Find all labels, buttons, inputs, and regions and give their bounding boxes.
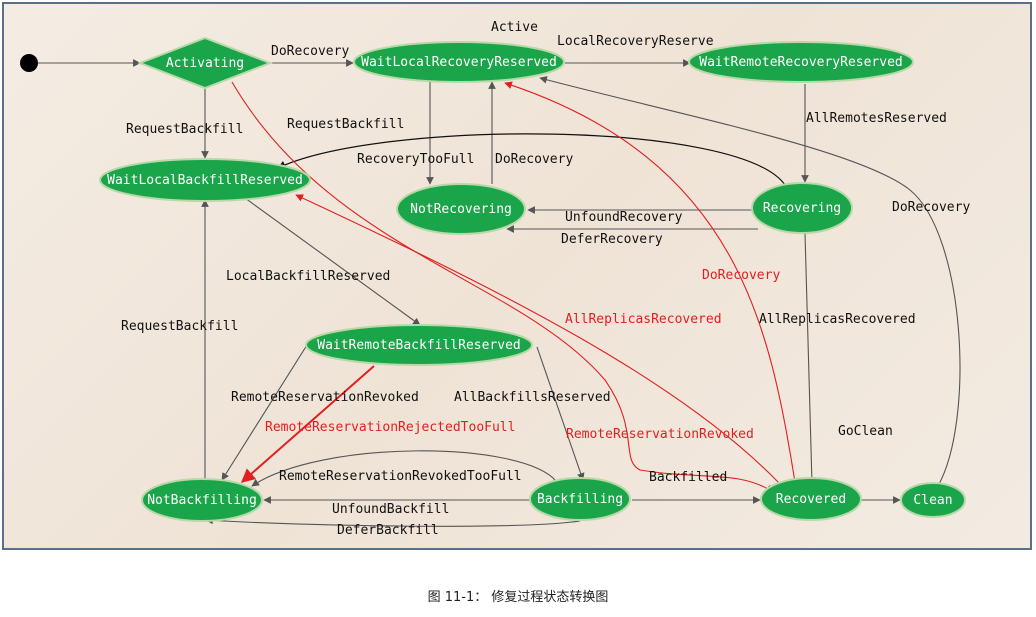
label-request-backfill-3: RequestBackfill	[121, 319, 238, 334]
state-not-recovering-label: NotRecovering	[410, 202, 512, 217]
state-activating[interactable]: Activating	[137, 36, 273, 90]
label-all-remotes-reserved: AllRemotesReserved	[806, 111, 947, 126]
label-recovery-too-full: RecoveryTooFull	[357, 152, 474, 167]
state-wait-remote-recovery-reserved-label: WaitRemoteRecoveryReserved	[699, 55, 903, 70]
state-not-backfilling[interactable]: NotBackfilling	[141, 478, 263, 522]
edge-recovering-to-recovered	[804, 232, 816, 485]
state-wait-local-recovery-reserved[interactable]: WaitLocalRecoveryReserved	[353, 41, 565, 83]
state-recovering[interactable]: Recovering	[751, 182, 853, 234]
label-defer-recovery: DeferRecovery	[561, 232, 663, 247]
label-backfilled: Backfilled	[649, 470, 727, 485]
label-remote-reservation-revoked-red: RemoteReservationRevoked	[566, 427, 754, 442]
label-all-backfills-reserved: AllBackfillsReserved	[454, 390, 611, 405]
state-wait-remote-recovery-reserved[interactable]: WaitRemoteRecoveryReserved	[688, 41, 914, 83]
state-backfilling[interactable]: Backfilling	[529, 477, 631, 521]
label-request-backfill-2: RequestBackfill	[287, 117, 404, 132]
edge-wlbr-to-wrbr	[244, 197, 421, 326]
label-do-recovery-1: DoRecovery	[271, 44, 349, 59]
edge-backfilling-to-notbackfilling-defer	[205, 516, 581, 527]
state-wait-local-backfill-reserved[interactable]: WaitLocalBackfillReserved	[99, 158, 311, 202]
label-local-backfill-reserved: LocalBackfillReserved	[226, 269, 390, 284]
label-do-recovery-red: DoRecovery	[702, 268, 780, 283]
edge-wrbr-to-notbackfilling-rejected	[240, 365, 375, 483]
state-clean-label: Clean	[913, 493, 952, 508]
label-all-replicas-recovered: AllReplicasRecovered	[759, 312, 916, 327]
state-not-backfilling-label: NotBackfilling	[147, 493, 257, 508]
edge-clean-to-wlrr	[539, 76, 961, 487]
label-go-clean: GoClean	[838, 424, 893, 439]
state-wait-remote-backfill-reserved[interactable]: WaitRemoteBackfillReserved	[305, 324, 533, 366]
state-clean[interactable]: Clean	[900, 482, 966, 518]
state-recovered[interactable]: Recovered	[760, 477, 862, 521]
label-remote-reservation-rejected-too-full: RemoteReservationRejectedTooFull	[265, 420, 515, 435]
initial-state-marker	[20, 54, 38, 72]
figure-number: 图 11-1：	[427, 590, 488, 605]
edge-wrbr-to-backfilling	[536, 346, 585, 481]
state-backfilling-label: Backfilling	[537, 492, 623, 507]
label-do-recovery-3: DoRecovery	[892, 200, 970, 215]
edge-backfilling-to-notbackfilling-revoked-too-full	[251, 450, 557, 487]
label-remote-reservation-revoked-too-full: RemoteReservationRevokedTooFull	[279, 469, 522, 484]
label-local-recovery-reserve: LocalRecoveryReserve	[557, 34, 714, 49]
diagram-frame	[2, 2, 1032, 550]
edge-recovered-to-wlbr	[295, 194, 781, 485]
edge-activating-to-recovered	[231, 81, 774, 493]
label-defer-backfill: DeferBackfill	[337, 523, 439, 538]
edge-wrbr-to-notbackfilling	[221, 344, 308, 481]
edge-recovered-to-wlrr	[504, 81, 796, 483]
figure-caption: 图 11-1： 修复过程状态转换图	[0, 586, 1036, 605]
state-wait-local-backfill-reserved-label: WaitLocalBackfillReserved	[107, 173, 303, 188]
state-activating-label: Activating	[166, 56, 244, 71]
label-unfound-recovery: UnfoundRecovery	[565, 210, 683, 225]
state-diagram: Activating WaitLocalRecoveryReserved Wai…	[20, 20, 970, 538]
group-label-active: Active	[491, 20, 538, 35]
label-all-replicas-recovered-red: AllReplicasRecovered	[565, 312, 722, 327]
figure-title: 修复过程状态转换图	[491, 590, 609, 605]
state-wait-local-recovery-reserved-label: WaitLocalRecoveryReserved	[361, 55, 557, 70]
state-wait-remote-backfill-reserved-label: WaitRemoteBackfillReserved	[317, 338, 521, 353]
state-recovered-label: Recovered	[776, 492, 846, 507]
label-remote-reservation-revoked: RemoteReservationRevoked	[231, 390, 419, 405]
label-unfound-backfill: UnfoundBackfill	[332, 502, 449, 517]
state-recovering-label: Recovering	[763, 201, 841, 216]
label-do-recovery-2: DoRecovery	[495, 152, 573, 167]
state-not-recovering[interactable]: NotRecovering	[396, 183, 526, 235]
label-request-backfill-1: RequestBackfill	[126, 122, 243, 137]
edge-recovering-to-wlbr	[277, 133, 786, 186]
